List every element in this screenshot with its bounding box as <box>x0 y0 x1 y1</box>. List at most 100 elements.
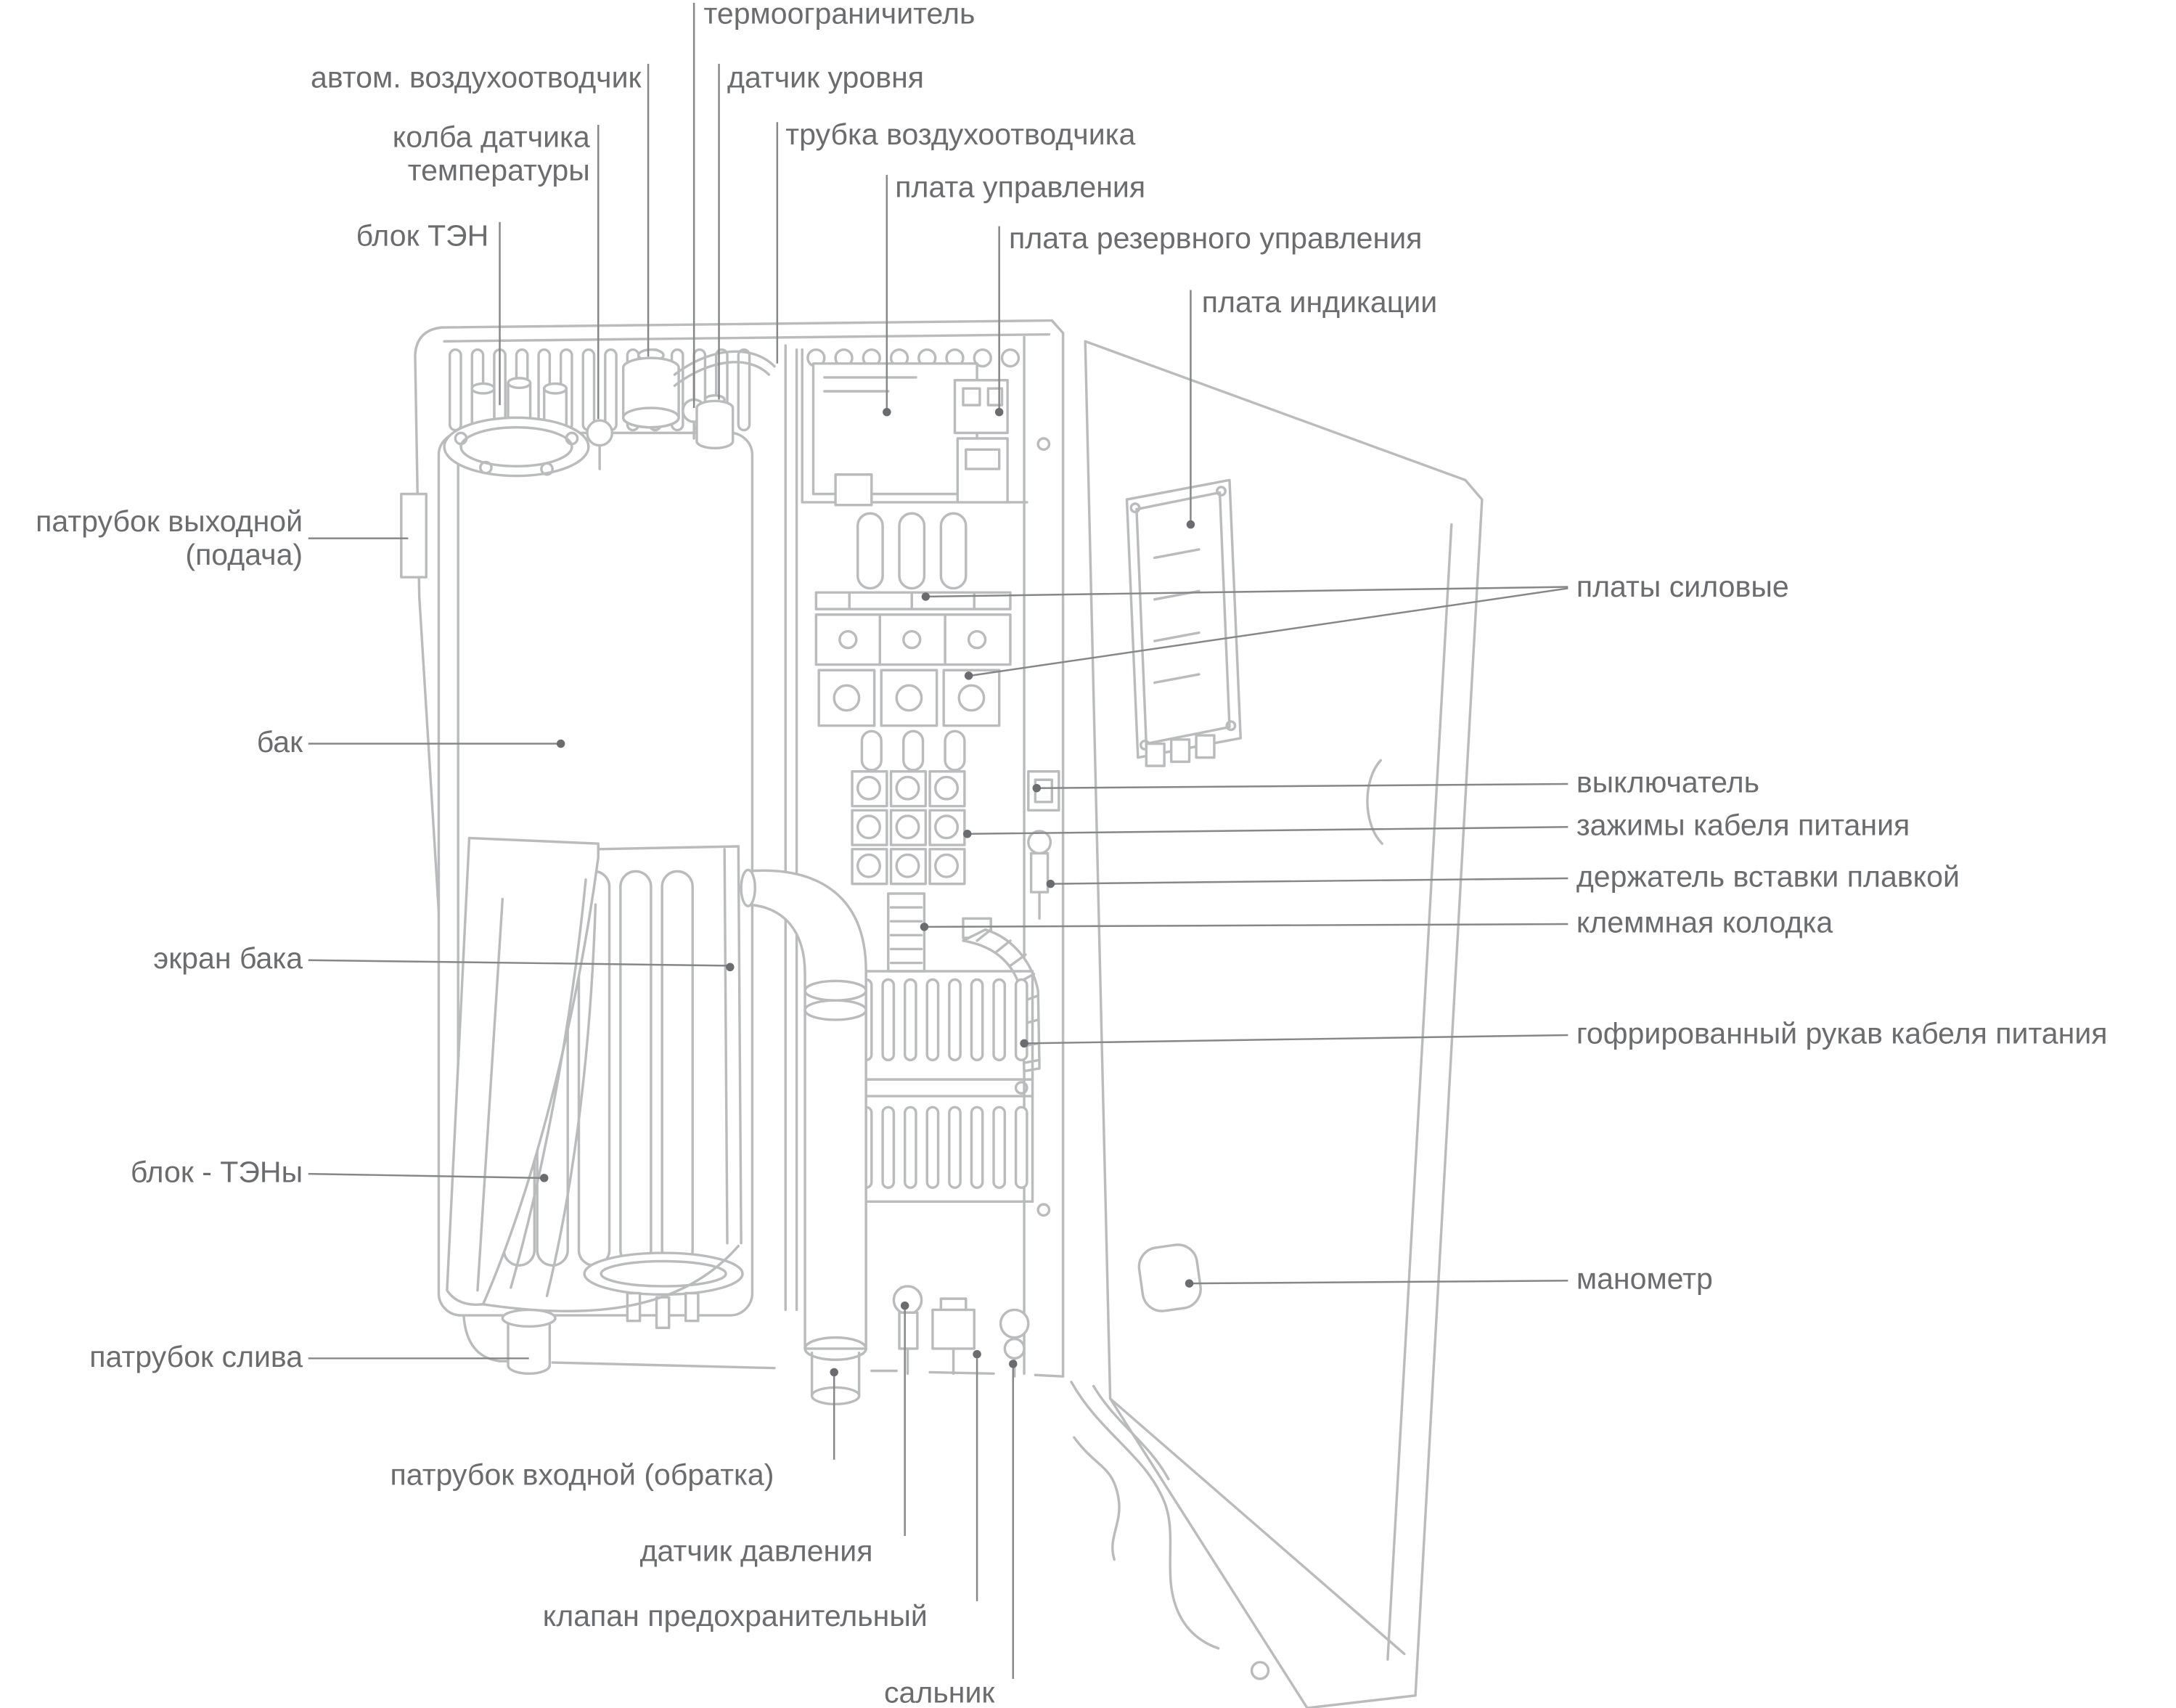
leader-dot-fuse-holder <box>1046 879 1055 888</box>
board-screw <box>1129 502 1141 514</box>
label-air-vent-tube: трубка воздухоотводчика <box>785 118 1135 151</box>
screen-right-edge <box>723 845 743 1245</box>
terminal-strip-stripes <box>889 906 923 965</box>
contactor-screw <box>902 629 922 650</box>
corrugated-sleeve-device <box>962 917 1041 1073</box>
contactor-block <box>814 613 1012 666</box>
vent-hole <box>1000 348 1020 368</box>
bottom-components <box>501 1285 1030 1378</box>
drain-pipe-flange <box>501 1308 557 1328</box>
power-cable-clamps-grid <box>851 770 966 886</box>
air-vent-tube-line <box>673 350 776 376</box>
power-module <box>880 669 938 727</box>
leader-dot-backup-control-board <box>994 407 1004 417</box>
leader-dot-indication-board <box>1186 520 1195 529</box>
gland-nut <box>1003 1337 1026 1360</box>
vent-slot <box>449 348 462 432</box>
power-capsule <box>898 512 926 590</box>
label-power-boards: платы силовые <box>1576 570 1789 603</box>
leader-dot-terminal-block <box>920 923 929 931</box>
leader-dot-power-cable-clamps <box>962 830 972 838</box>
tank-area <box>400 431 754 1329</box>
terminal-screw <box>895 814 920 840</box>
terminal-section <box>851 770 1060 1073</box>
board-screw <box>1216 486 1227 497</box>
panel-band <box>848 1078 1034 1098</box>
vent-slot <box>604 348 618 432</box>
vent-slot-lower <box>992 978 1007 1062</box>
label-safety-valve: клапан предохранительный <box>543 1599 928 1633</box>
leader-heating-elements <box>308 1172 543 1180</box>
label-auto-air-vent: автом. воздухоотводчик <box>311 60 642 94</box>
level-sensor-body <box>695 399 735 450</box>
label-tank-screen: экран бака <box>153 941 303 975</box>
pipe-stub-end <box>810 1386 861 1406</box>
label-tank: бак <box>257 725 303 759</box>
door-cutout <box>1366 759 1383 845</box>
sleeve-ribs <box>975 928 1041 1064</box>
backup-board <box>956 437 1009 504</box>
flange-bolt <box>479 460 493 475</box>
leader-power-cable-clamps <box>968 825 1568 835</box>
flange-bolt <box>565 431 579 446</box>
power-capsule-small <box>944 730 966 772</box>
label-switch: выключатель <box>1576 765 1759 798</box>
backup-board-chip <box>986 387 1004 406</box>
terminal-block-device <box>887 892 926 973</box>
switch-device <box>1027 770 1060 812</box>
cabinet-hinge-edge <box>1050 319 1065 1378</box>
flange-stud-cap <box>470 382 496 395</box>
contactor-screw <box>838 629 858 650</box>
label-outlet-pipe-line2: (подача) <box>185 538 303 571</box>
drain-pipe-device <box>501 1308 557 1376</box>
label-inlet-pipe: патрубок входной (обратка) <box>390 1458 774 1491</box>
label-thermal-limiter: термоограничитель <box>704 0 975 30</box>
terminal-screw <box>895 853 920 878</box>
terminal-screw <box>856 775 882 801</box>
control-board-pcb <box>811 362 978 496</box>
door-hole <box>1250 1661 1270 1680</box>
label-corrugated-sleeve: гофрированный рукав кабеля питания <box>1576 1016 2108 1050</box>
sleeve-tube <box>962 928 1041 1073</box>
label-heating-unit: блок ТЭН <box>356 218 489 252</box>
air-vent-body <box>621 356 680 429</box>
flange-stud-cap <box>542 382 568 395</box>
label-backup-control-board: плата резервного управления <box>1009 221 1422 255</box>
label-temp-sensor-bulb-line1: колба датчика <box>393 120 590 154</box>
vent-slot-lower <box>948 1106 962 1189</box>
tank-screen <box>446 836 743 1312</box>
label-indication-board: плата индикации <box>1202 285 1437 319</box>
leader-dot-pressure-sensor <box>900 1301 909 1310</box>
power-capsule-small <box>902 730 925 772</box>
indication-board-outer <box>1125 478 1242 759</box>
indication-board-device <box>1125 478 1242 767</box>
power-module-coil <box>895 684 923 712</box>
vent-slot-lower <box>881 978 896 1062</box>
label-drain-pipe: патрубок слива <box>89 1340 303 1373</box>
label-terminal-block: клеммная колодка <box>1576 905 1833 939</box>
cabinet-bottom-edge <box>498 1360 1065 1378</box>
power-capsule-small <box>860 730 883 772</box>
power-module <box>942 669 1001 727</box>
collector-flange <box>583 1251 744 1296</box>
vent-slot-lower <box>1014 978 1028 1062</box>
auto-air-vent-device <box>621 348 680 429</box>
leader-dot-inlet-pipe <box>830 1368 838 1377</box>
leader-dot-pressure-gauge <box>1185 1279 1194 1288</box>
air-vent-base <box>621 406 680 429</box>
cable <box>1070 1381 1220 1650</box>
air-vent-tube-line <box>673 361 771 388</box>
board-screw <box>1225 720 1237 732</box>
gland-body <box>999 1308 1030 1339</box>
pipe-body <box>745 869 867 1350</box>
flange-stud-cap <box>507 377 532 389</box>
column-screw <box>1036 1203 1051 1217</box>
cable <box>1073 1436 1121 1561</box>
leader-dot-heating-elements <box>539 1174 549 1182</box>
leader-power-boards-2 <box>970 587 1568 677</box>
screen-top-edge <box>597 845 740 851</box>
panel-screw <box>1014 1081 1028 1095</box>
safety-valve-body <box>931 1308 975 1350</box>
terminal-screw <box>934 853 960 878</box>
